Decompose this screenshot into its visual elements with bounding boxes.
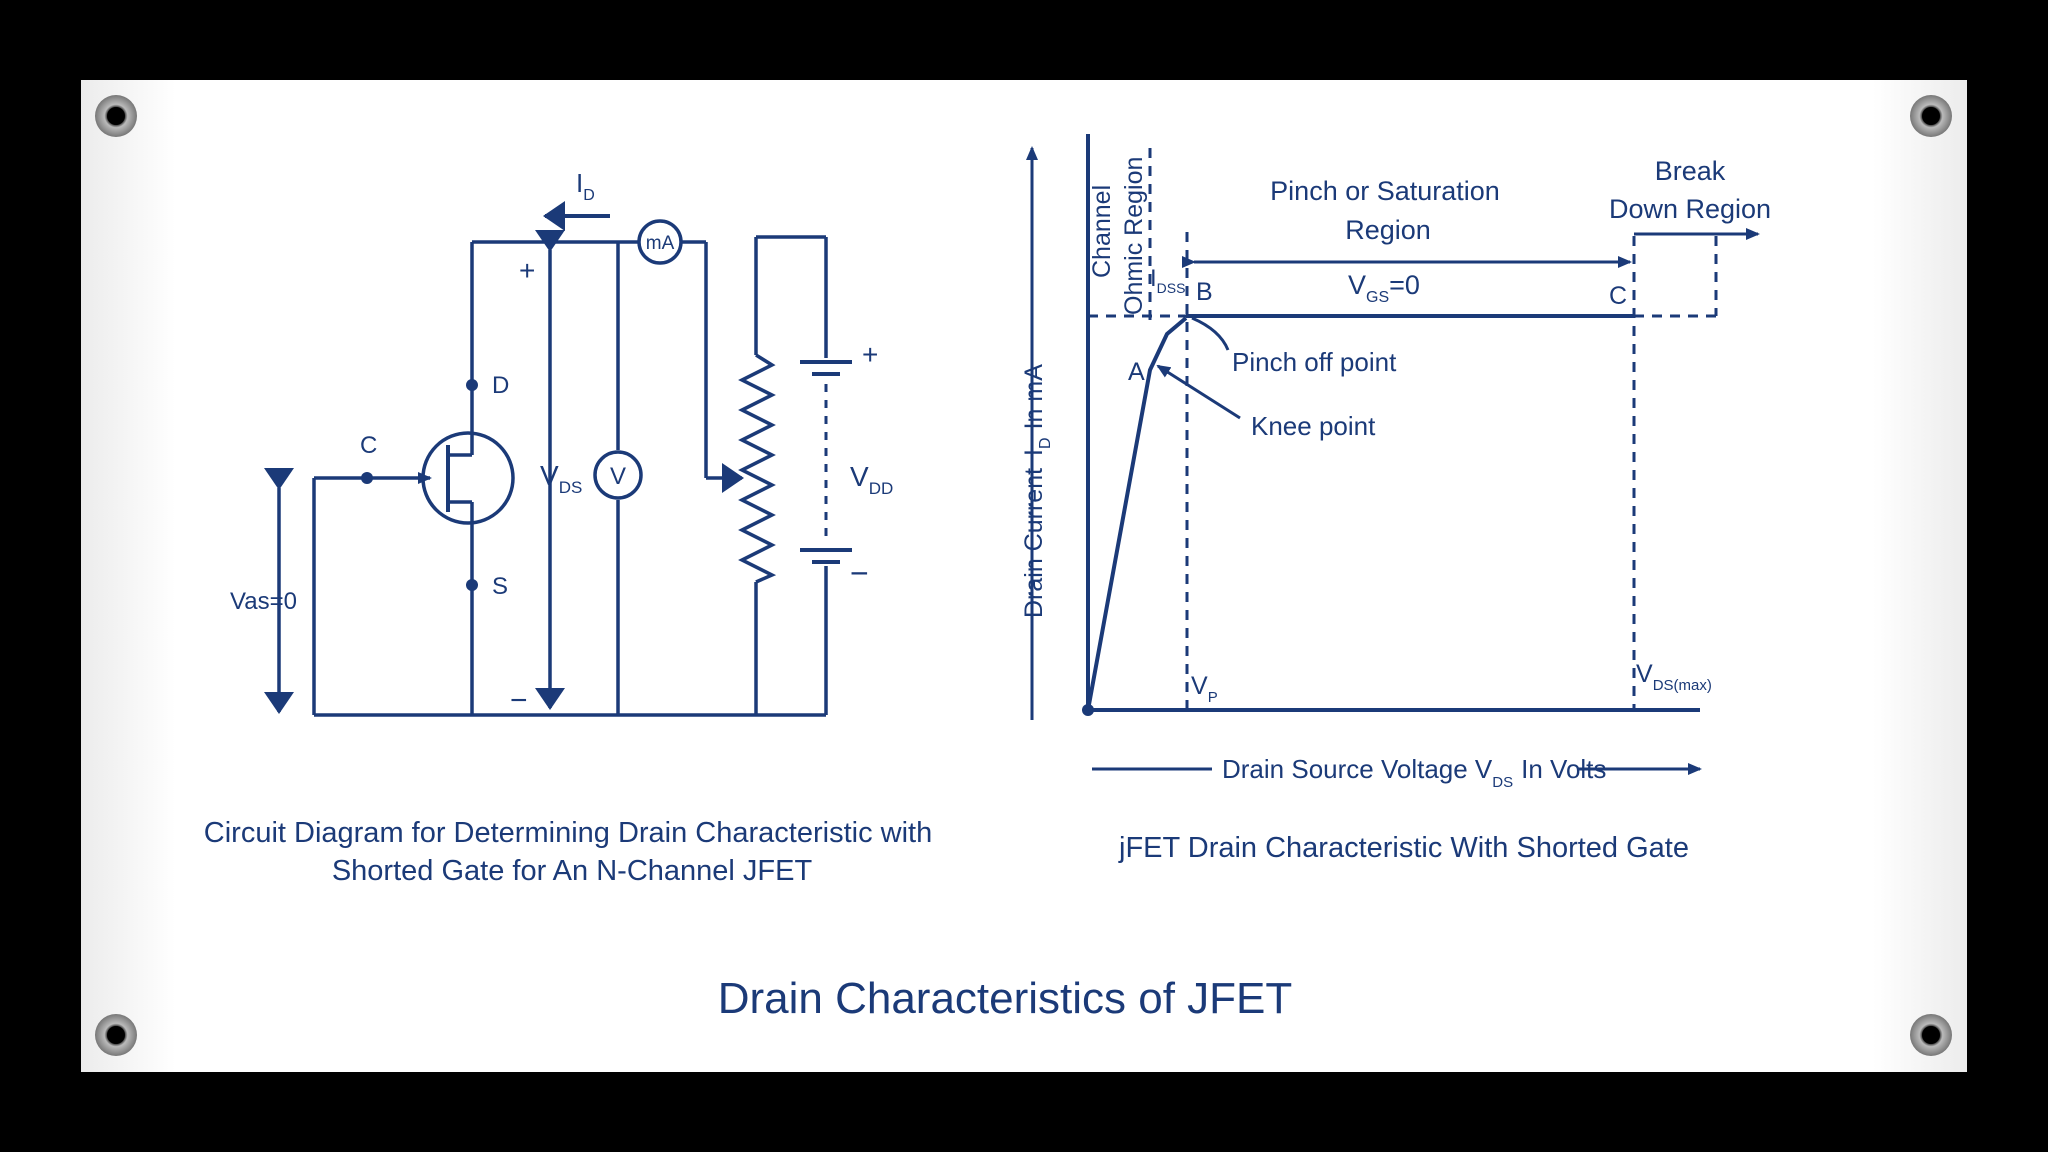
screw-icon-top-right <box>1910 95 1952 137</box>
gate-node-dot <box>361 472 373 484</box>
y-axis-label: Drain CurrentIDIn mA <box>1020 364 1054 618</box>
circuit-caption-line2: Shorted Gate for An N-Channel JFET <box>332 855 813 887</box>
voltmeter-label: V <box>610 463 626 490</box>
source-node-dot <box>466 579 478 591</box>
source-label: S <box>492 573 508 600</box>
battery-plus-label: + <box>862 339 878 370</box>
voltmeter-icon <box>593 450 643 500</box>
point-c-label: C <box>1609 282 1627 310</box>
ammeter-icon <box>637 219 683 265</box>
drain-curve-ohmic <box>1086 316 1188 711</box>
drain-characteristic-graph: Drain CurrentIDIn mA Channel Ohmic Regio… <box>1020 134 1771 864</box>
screw-icon-bottom-right <box>1910 1014 1952 1056</box>
jfet-symbol-circle <box>421 431 515 525</box>
circuit-caption-line1: Circuit Diagram for Determining Drain Ch… <box>204 817 932 849</box>
id-label: ID <box>576 168 595 204</box>
drain-label: D <box>492 372 509 399</box>
saturation-label-line1: Pinch or Saturation <box>1270 176 1500 206</box>
idss-label: IDSS <box>1150 265 1185 296</box>
board <box>81 80 1967 1072</box>
potentiometer-resistor <box>738 353 777 584</box>
pinch-off-pointer <box>1191 316 1230 351</box>
saturation-label-line2: Region <box>1345 215 1431 245</box>
screw-icon-bottom-left <box>95 1014 137 1056</box>
screw-icon-top-left <box>95 95 137 137</box>
vdsmax-label: VDS(max) <box>1636 660 1712 694</box>
knee-label: Knee point <box>1251 411 1376 441</box>
gate-label: C <box>360 432 377 459</box>
battery-minus-label: − <box>850 555 869 591</box>
point-a-label: A <box>1128 358 1145 386</box>
vds-plus-label: + <box>519 255 535 286</box>
vgs-label: Vas=0 <box>230 588 297 615</box>
ohmic-label-line2: Ohmic Region <box>1120 157 1148 315</box>
vp-label: VP <box>1191 672 1218 706</box>
ohmic-label-line1: Channel <box>1088 185 1116 278</box>
circuit-diagram: ID mA V + − D S C VDS VDD Vas=0 + − Circ… <box>204 168 932 887</box>
breakdown-label-line1: Break <box>1655 156 1726 186</box>
vds-label: VDS <box>540 460 582 497</box>
vds-minus-label: − <box>510 684 528 717</box>
vgs-zero-label: VGS=0 <box>1348 270 1420 306</box>
pinch-off-label: Pinch off point <box>1232 347 1397 377</box>
graph-caption: jFET Drain Characteristic With Shorted G… <box>1118 832 1689 864</box>
vdd-label: VDD <box>850 461 893 498</box>
point-b-label: B <box>1196 278 1213 306</box>
ammeter-label: mA <box>646 233 675 254</box>
breakdown-label-line2: Down Region <box>1609 194 1771 224</box>
page-title: Drain Characteristics of JFET <box>718 974 1293 1023</box>
drain-node-dot <box>466 379 478 391</box>
knee-pointer <box>1156 364 1241 420</box>
